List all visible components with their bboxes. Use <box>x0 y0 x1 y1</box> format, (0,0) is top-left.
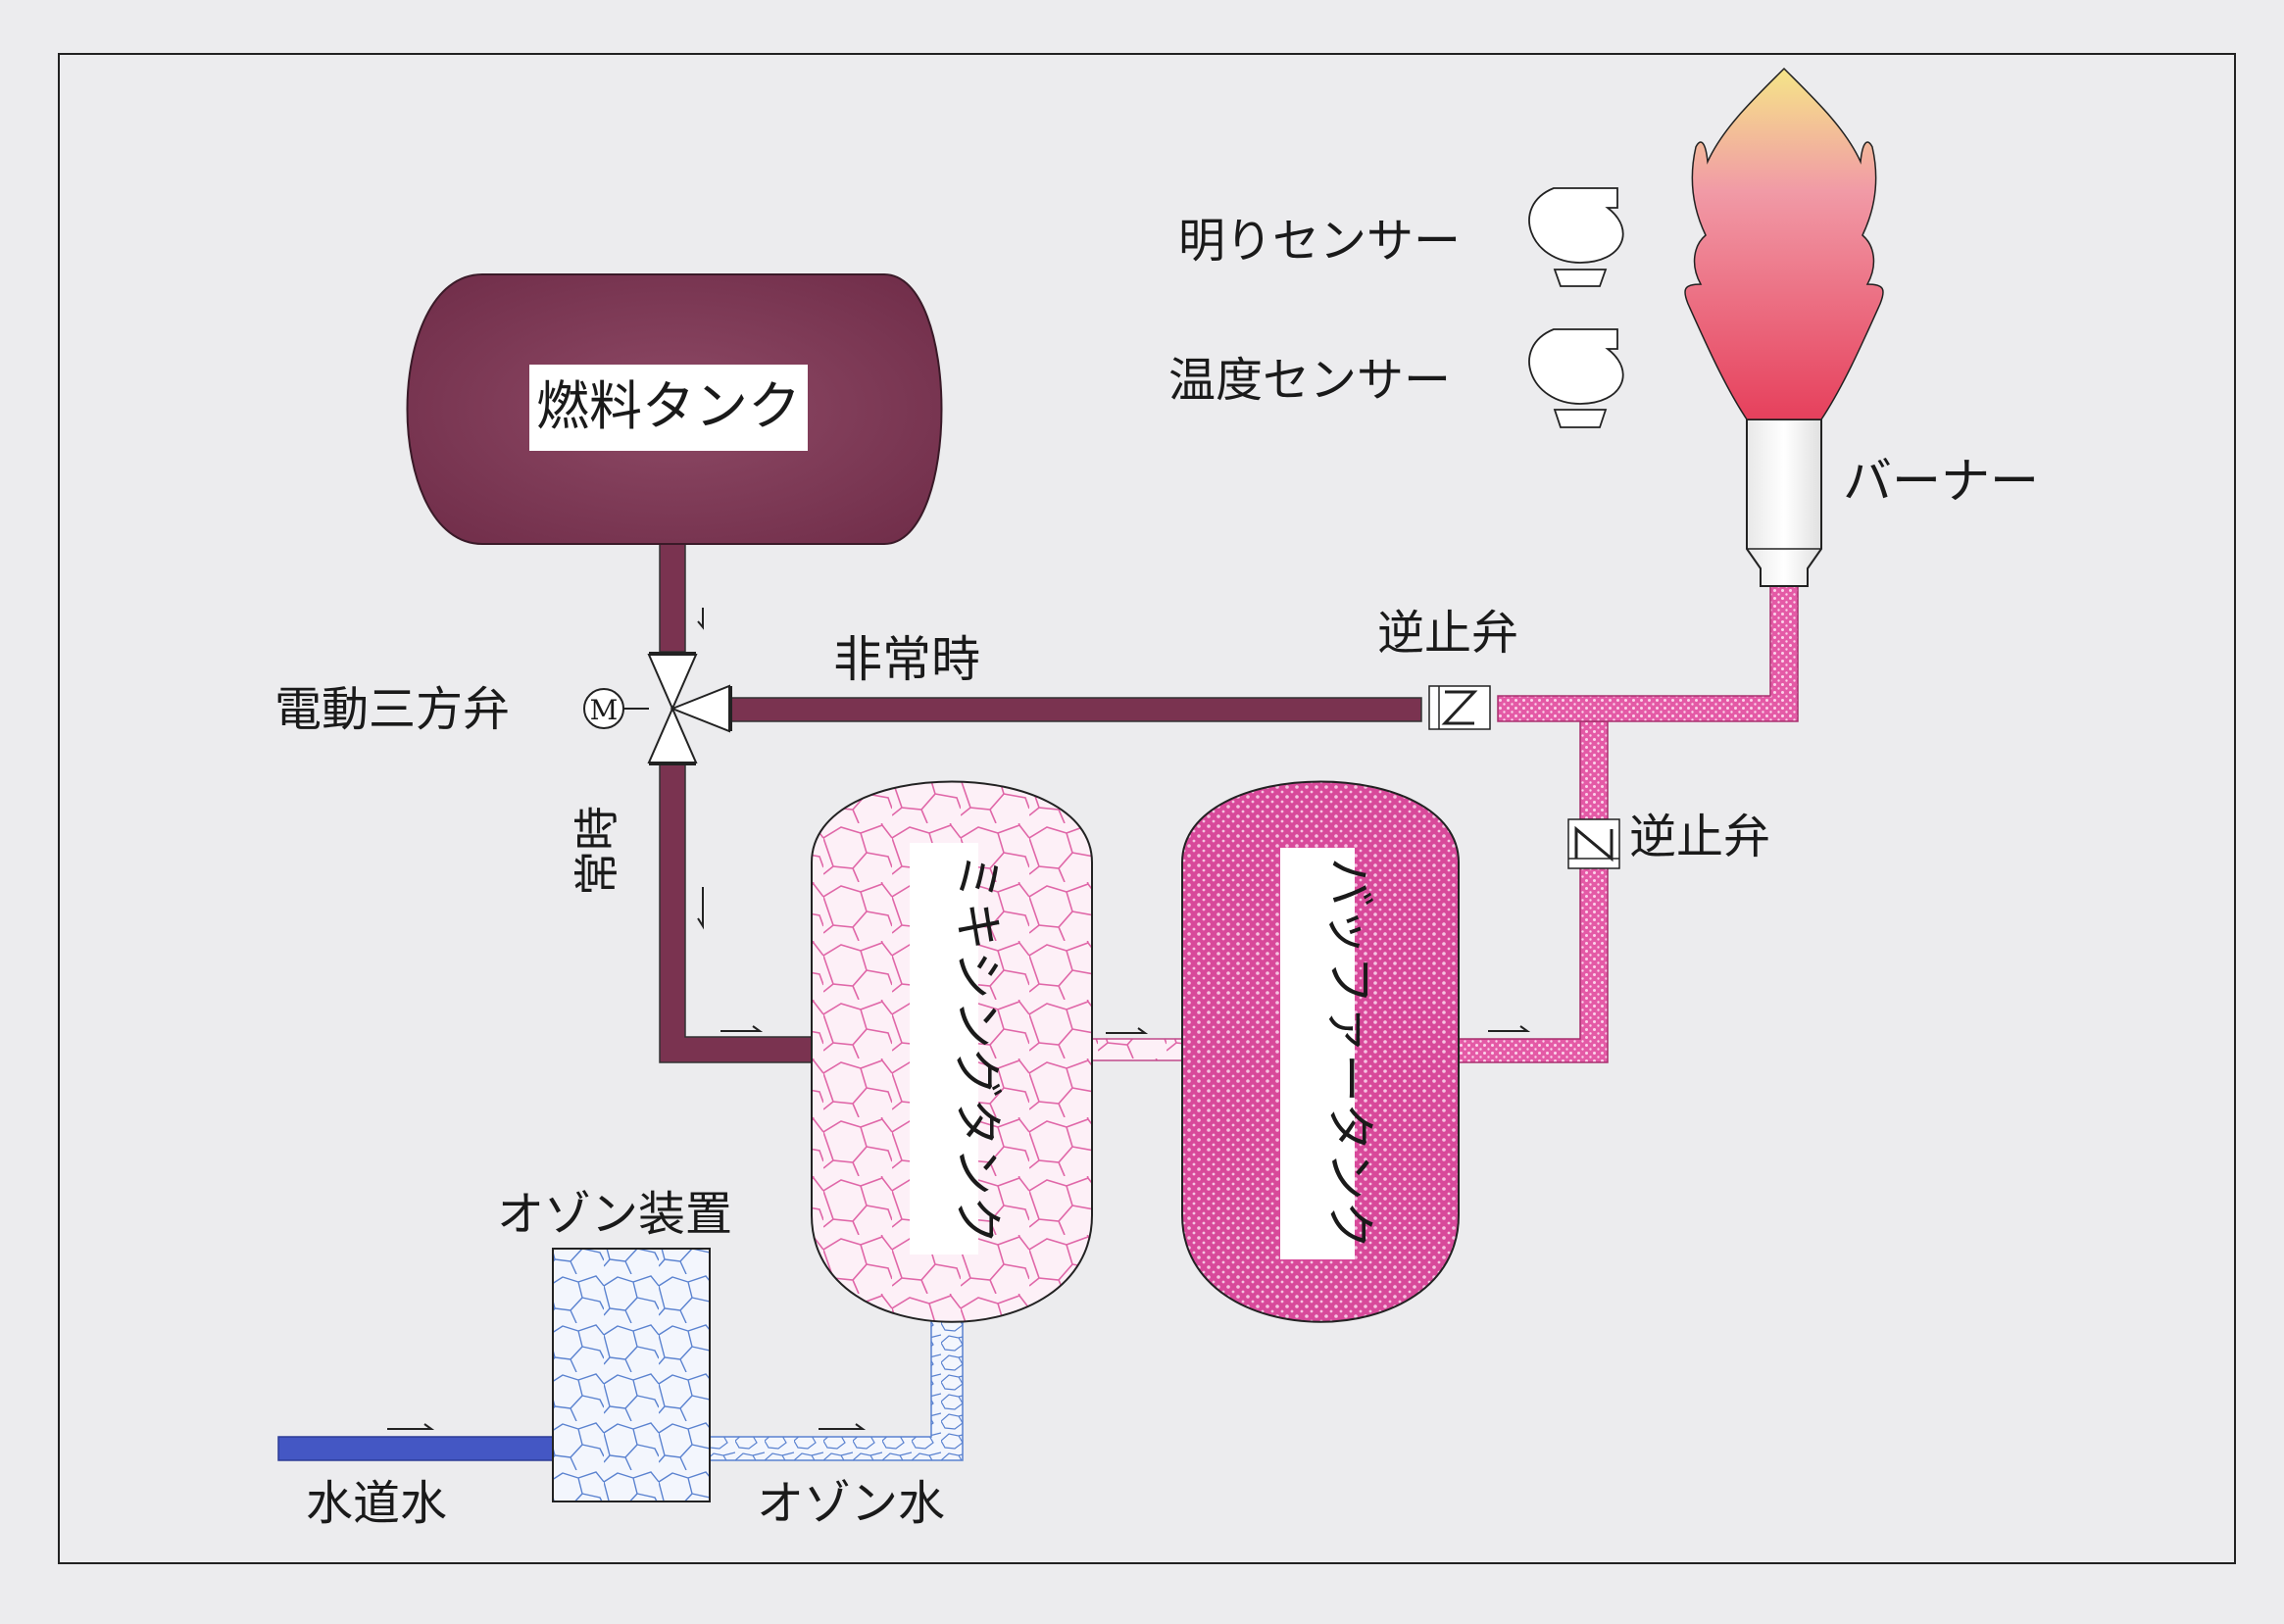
temperature-sensor-icon <box>1528 328 1624 428</box>
drawing-frame <box>58 53 2236 1564</box>
pipe-to-burner <box>1497 585 1799 722</box>
motor-valve-label: 電動三方弁 <box>274 682 510 737</box>
normal-label: 常時 <box>571 806 623 896</box>
pipe-buffer-outlet <box>1458 866 1609 1063</box>
pipe-normal-line <box>659 763 813 1063</box>
pipe-fuel-down <box>659 543 686 653</box>
check-valve-1-icon <box>1428 685 1491 730</box>
buffer-tank-label: バッファータンク <box>1321 858 1378 1250</box>
burner-label: バーナー <box>1843 453 2039 510</box>
ozone-device <box>552 1248 711 1502</box>
flow-arrows <box>387 608 1531 1430</box>
pipe-mix-to-buffer <box>1091 1038 1183 1061</box>
fuel-tank-label-box <box>529 365 808 451</box>
pipe-emergency-line <box>729 697 1422 722</box>
motor-three-way-valve <box>621 652 732 765</box>
light-sensor-icon <box>1528 187 1624 287</box>
flame-icon <box>1684 67 1884 420</box>
svg-text:M: M <box>590 694 619 726</box>
emergency-label: 非常時 <box>833 631 980 688</box>
ozone-device-label: オゾン装置 <box>497 1187 732 1242</box>
check-valve-1-label: 逆止弁 <box>1377 606 1518 661</box>
burner-nozzle <box>1746 418 1822 587</box>
mixing-tank-label: ミキシングタンク <box>949 853 1006 1245</box>
motor-icon: M <box>583 688 624 729</box>
ozone-water-label: オゾン水 <box>757 1476 945 1531</box>
temperature-sensor-label: 温度センサー <box>1168 353 1451 408</box>
pipe-tap-water <box>277 1436 554 1461</box>
check-valve-2-label: 逆止弁 <box>1629 810 1770 864</box>
pipe-ozone-water <box>709 1312 964 1461</box>
mixing-tank-label-box <box>910 843 978 1255</box>
buffer-tank-label-box <box>1280 848 1355 1259</box>
check-valve-2-icon <box>1567 818 1620 869</box>
tap-water-label: 水道水 <box>306 1476 447 1531</box>
light-sensor-label: 明りセンサー <box>1178 214 1461 269</box>
pipe-check2-up <box>1579 720 1609 820</box>
fuel-tank-label: 燃料タンク <box>536 375 801 437</box>
